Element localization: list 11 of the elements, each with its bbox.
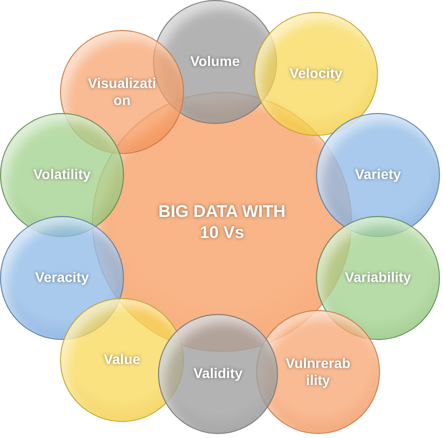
node-label: Velocity [290, 65, 342, 83]
node-label: Variety [355, 166, 401, 184]
node-label: BIG DATA WITH 10 Vs [157, 200, 287, 244]
node-label: Visualizati on [86, 74, 158, 110]
node-label: Volatility [33, 166, 91, 184]
node-label: Variability [344, 269, 412, 287]
node-label: Vulnrerab ility [284, 354, 352, 390]
node-label: Value [104, 351, 140, 369]
node-label: Volume [190, 53, 240, 71]
node-label: Veracity [35, 269, 89, 287]
node-label: Validity [193, 365, 243, 383]
